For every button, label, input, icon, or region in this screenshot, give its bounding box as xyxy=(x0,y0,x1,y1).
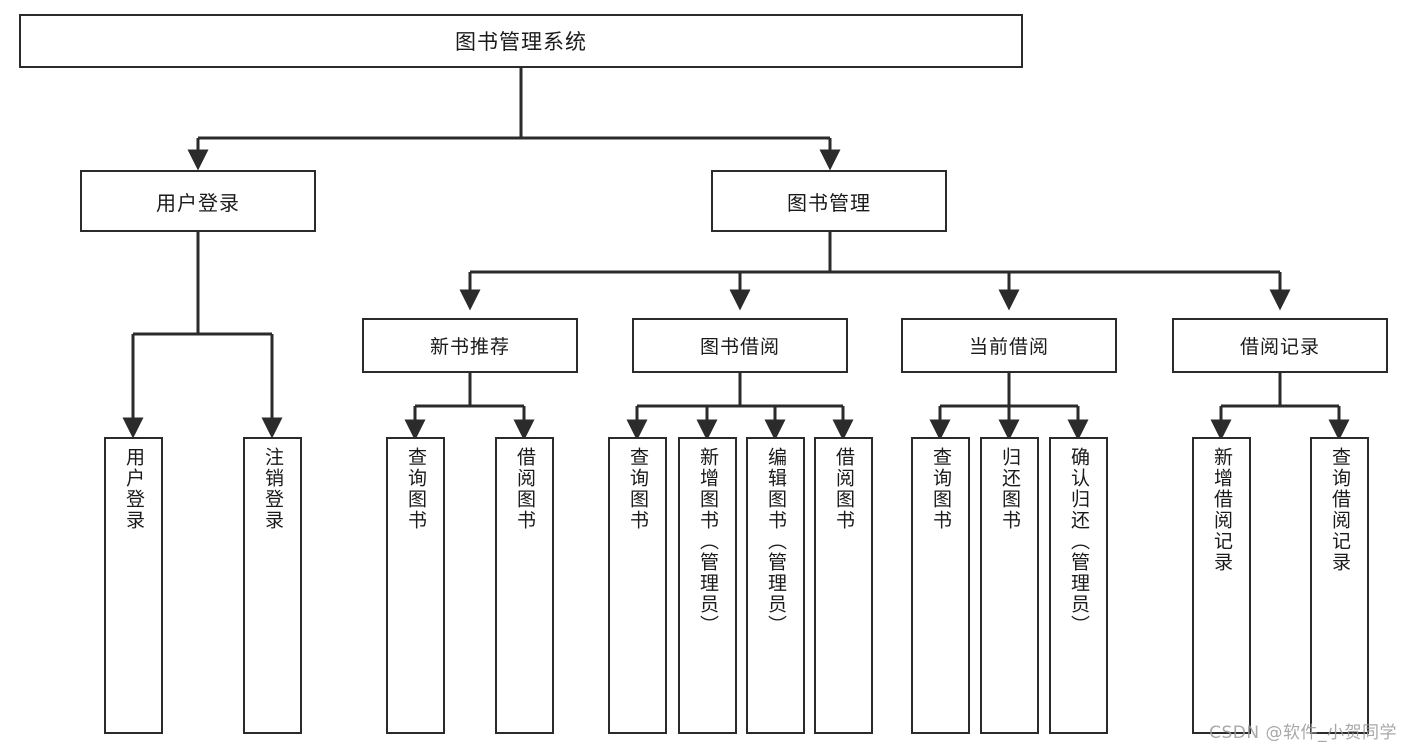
leaf-current-borrow-query-label: 查询图书 xyxy=(930,447,952,531)
leaf-borrow-record-add-label: 新增借阅记录 xyxy=(1211,447,1233,573)
leaf-book-borrow-borrow-label: 借阅图书 xyxy=(833,447,855,531)
leaf-current-borrow-confirm[interactable]: 确认归还（管理员） xyxy=(1049,437,1108,734)
leaf-current-borrow-return-label: 归还图书 xyxy=(999,447,1021,531)
leaf-borrow-record-query-label: 查询借阅记录 xyxy=(1329,447,1351,573)
node-borrow-record-label: 借阅记录 xyxy=(1239,336,1320,358)
leaf-book-borrow-query-label: 查询图书 xyxy=(627,447,649,531)
leaf-book-borrow-edit[interactable]: 编辑图书（管理员） xyxy=(746,437,805,734)
leaf-new-book-borrow[interactable]: 借阅图书 xyxy=(495,437,554,734)
node-new-book-recommend-label: 新书推荐 xyxy=(429,336,510,358)
leaf-borrow-record-query[interactable]: 查询借阅记录 xyxy=(1310,437,1369,734)
leaf-current-borrow-query[interactable]: 查询图书 xyxy=(911,437,970,734)
node-current-borrow[interactable]: 当前借阅 xyxy=(901,318,1117,373)
csdn-watermark: CSDN @软件_小贺同学 xyxy=(1209,723,1397,743)
node-book-management-label: 图书管理 xyxy=(787,190,871,215)
node-new-book-recommend[interactable]: 新书推荐 xyxy=(362,318,578,373)
leaf-book-borrow-edit-label: 编辑图书（管理员） xyxy=(765,447,787,636)
leaf-current-borrow-return[interactable]: 归还图书 xyxy=(980,437,1039,734)
leaf-borrow-record-add[interactable]: 新增借阅记录 xyxy=(1192,437,1251,734)
leaf-new-book-borrow-label: 借阅图书 xyxy=(514,447,536,531)
leaf-user-login-login-label: 用户登录 xyxy=(123,447,145,531)
leaf-book-borrow-query[interactable]: 查询图书 xyxy=(608,437,667,734)
leaf-user-login-login[interactable]: 用户登录 xyxy=(104,437,163,734)
node-book-borrow[interactable]: 图书借阅 xyxy=(632,318,848,373)
leaf-user-login-logout-label: 注销登录 xyxy=(262,447,284,531)
node-borrow-record[interactable]: 借阅记录 xyxy=(1172,318,1388,373)
leaf-current-borrow-confirm-label: 确认归还（管理员） xyxy=(1068,447,1090,636)
node-root-system[interactable]: 图书管理系统 xyxy=(19,14,1023,68)
node-root-system-label: 图书管理系统 xyxy=(455,30,587,54)
node-book-management[interactable]: 图书管理 xyxy=(711,170,947,232)
leaf-book-borrow-add[interactable]: 新增图书（管理员） xyxy=(678,437,737,734)
node-user-login-label: 用户登录 xyxy=(156,190,240,215)
leaf-new-book-query-label: 查询图书 xyxy=(405,447,427,531)
leaf-book-borrow-borrow[interactable]: 借阅图书 xyxy=(814,437,873,734)
node-book-borrow-label: 图书借阅 xyxy=(699,336,780,358)
leaf-new-book-query[interactable]: 查询图书 xyxy=(386,437,445,734)
leaf-user-login-logout[interactable]: 注销登录 xyxy=(243,437,302,734)
node-user-login[interactable]: 用户登录 xyxy=(80,170,316,232)
leaf-book-borrow-add-label: 新增图书（管理员） xyxy=(697,447,719,636)
node-current-borrow-label: 当前借阅 xyxy=(968,336,1049,358)
